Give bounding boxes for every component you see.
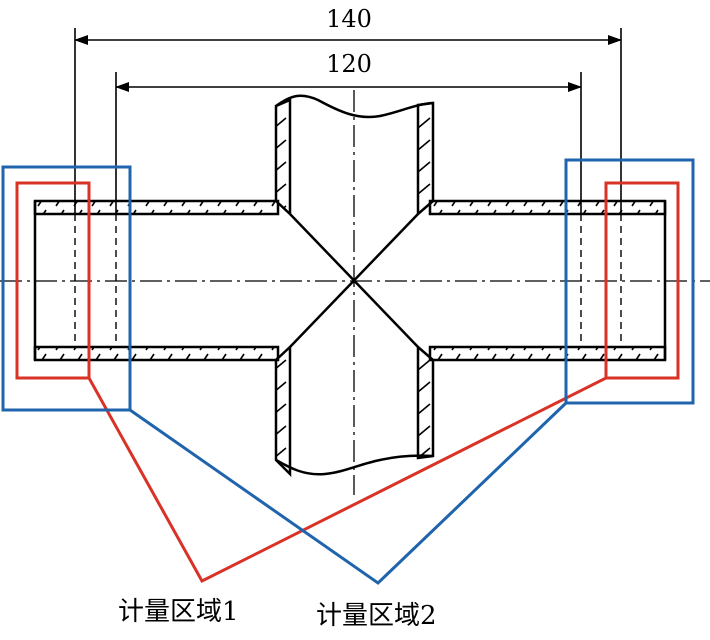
dimension-label-120: 120 [326, 50, 372, 78]
center-lines [0, 90, 710, 495]
measurement-region-2 [1, 158, 695, 585]
break-line-bottom [275, 454, 434, 476]
vertical-pipe [274, 94, 435, 478]
pipe-wall-top-left [33, 199, 280, 216]
region-2-box-right [564, 158, 695, 405]
hidden-lines [74, 214, 622, 347]
region-1-leader [87, 376, 607, 583]
dimension-120: 120 [115, 50, 582, 215]
region-1-label: 计量区域1 [118, 597, 239, 627]
vertical-wall-lower-right [416, 344, 435, 460]
pipe-wall-top-right [428, 199, 667, 216]
vertical-wall-upper-left [274, 98, 292, 217]
dimension-label-140: 140 [326, 5, 372, 33]
measurement-region-1 [15, 181, 680, 583]
region-1-box-right [604, 181, 680, 380]
vertical-wall-lower-left [274, 344, 292, 478]
region-2-label: 计量区域2 [316, 601, 437, 631]
pipe-wall-bottom-right [428, 345, 667, 362]
pipe-wall-bottom-left [33, 345, 280, 362]
region-2-box-left [1, 165, 132, 412]
region-2-leader [129, 401, 568, 585]
break-line-top [275, 94, 434, 119]
region-1-box-left [15, 181, 91, 380]
dimension-140: 140 [74, 5, 622, 215]
vertical-wall-upper-right [416, 101, 435, 217]
